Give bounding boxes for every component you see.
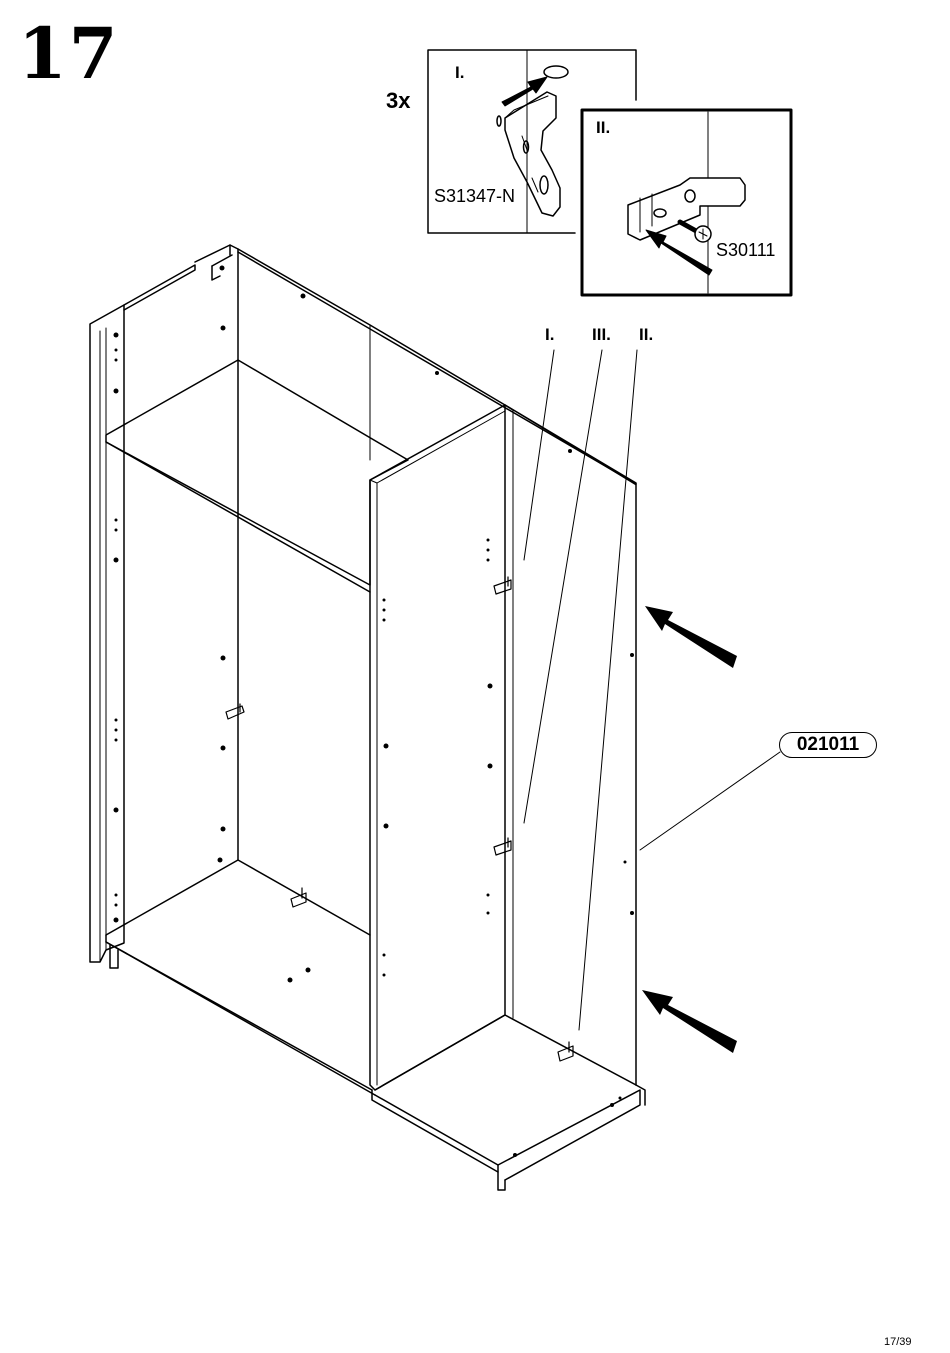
quantity-label: 3x (386, 88, 410, 114)
back-panel (238, 249, 636, 860)
arrow-upper-icon (645, 606, 737, 668)
right-side-panel-021011 (505, 405, 636, 1085)
detail-ii-part-code: S30111 (716, 240, 775, 261)
mounted-brackets (226, 577, 573, 1061)
callout-iii: III. (592, 325, 611, 345)
bottom-panel (106, 860, 375, 1095)
arrow-lower-icon (642, 990, 737, 1053)
cap-icon (544, 66, 568, 78)
detail-ii-label: II. (596, 118, 610, 138)
step-number: 17 (18, 14, 119, 94)
drill-holes (114, 266, 635, 1158)
insert-arrow-icon (502, 77, 547, 106)
callout-ii: II. (639, 325, 653, 345)
leader-lines (524, 350, 780, 1030)
detail-i-label: I. (455, 63, 464, 83)
panel-push-arrows (642, 606, 737, 1053)
page-number: 17/39 (884, 1336, 912, 1348)
top-panel (124, 245, 505, 405)
left-side-panel (90, 305, 124, 962)
detail-i-part-code: S31347-N (434, 186, 515, 207)
middle-shelf (106, 360, 408, 592)
callout-i: I. (545, 325, 554, 345)
divider-panel (370, 405, 513, 1090)
panel-code-badge: 021011 (779, 732, 877, 758)
